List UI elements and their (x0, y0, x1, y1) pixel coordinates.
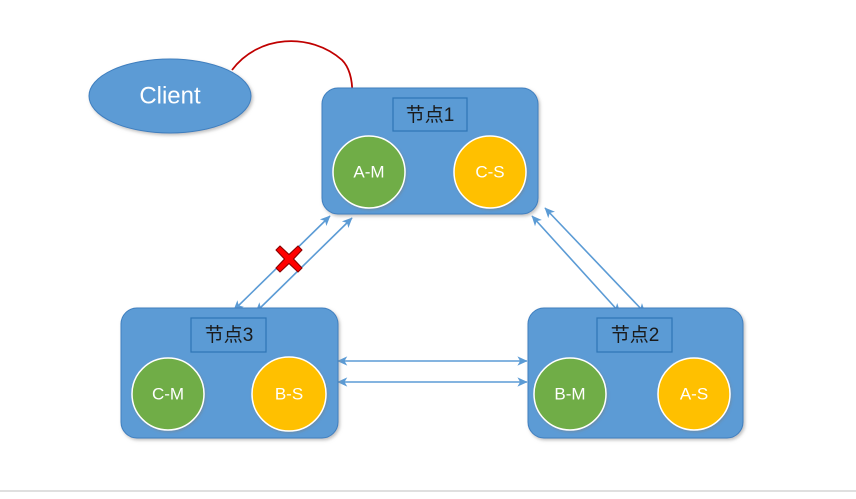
node1-title-box (392, 97, 468, 132)
node-node1[interactable]: 节点1 A-M C-S (321, 87, 539, 215)
link-node1-node2-line-b (544, 207, 646, 314)
node2-title-box (596, 317, 673, 353)
x-mark-shape (275, 245, 303, 273)
link-failure-x-icon (275, 245, 303, 273)
node1-circle-master-label: A-M (353, 162, 384, 181)
link-node1-node3-line-b (255, 217, 353, 313)
node-node3[interactable]: 节点3 C-M B-S (120, 307, 339, 439)
link-node1-node2-line-a (531, 215, 621, 314)
node3-title: 节点3 (205, 324, 254, 346)
node2-circle-master[interactable] (533, 357, 607, 431)
client-ellipse (88, 58, 252, 134)
client-node[interactable]: Client (88, 58, 252, 134)
node-node2[interactable]: 节点2 B-M A-S (527, 307, 744, 439)
node2-circle-master-label: B-M (554, 384, 585, 403)
node2-circle-slave[interactable] (657, 357, 731, 431)
node2-circle-slave-label: A-S (680, 384, 708, 403)
node1-title: 节点1 (406, 104, 455, 126)
node2-title: 节点2 (611, 324, 660, 346)
client-label: Client (139, 82, 201, 109)
link-node1-node2[interactable] (531, 207, 646, 314)
node3-circle-slave[interactable] (251, 356, 327, 432)
node3-circle-master[interactable] (131, 357, 205, 431)
node1-circle-slave-label: C-S (475, 162, 504, 181)
node3-circle-slave-label: B-S (275, 384, 303, 403)
node1-circle-master[interactable] (332, 135, 406, 209)
node1-circle-slave[interactable] (453, 135, 527, 209)
node3-circle-master-label: C-M (152, 384, 184, 403)
link-node3-node2[interactable] (337, 356, 528, 387)
node3-title-box (190, 317, 267, 353)
